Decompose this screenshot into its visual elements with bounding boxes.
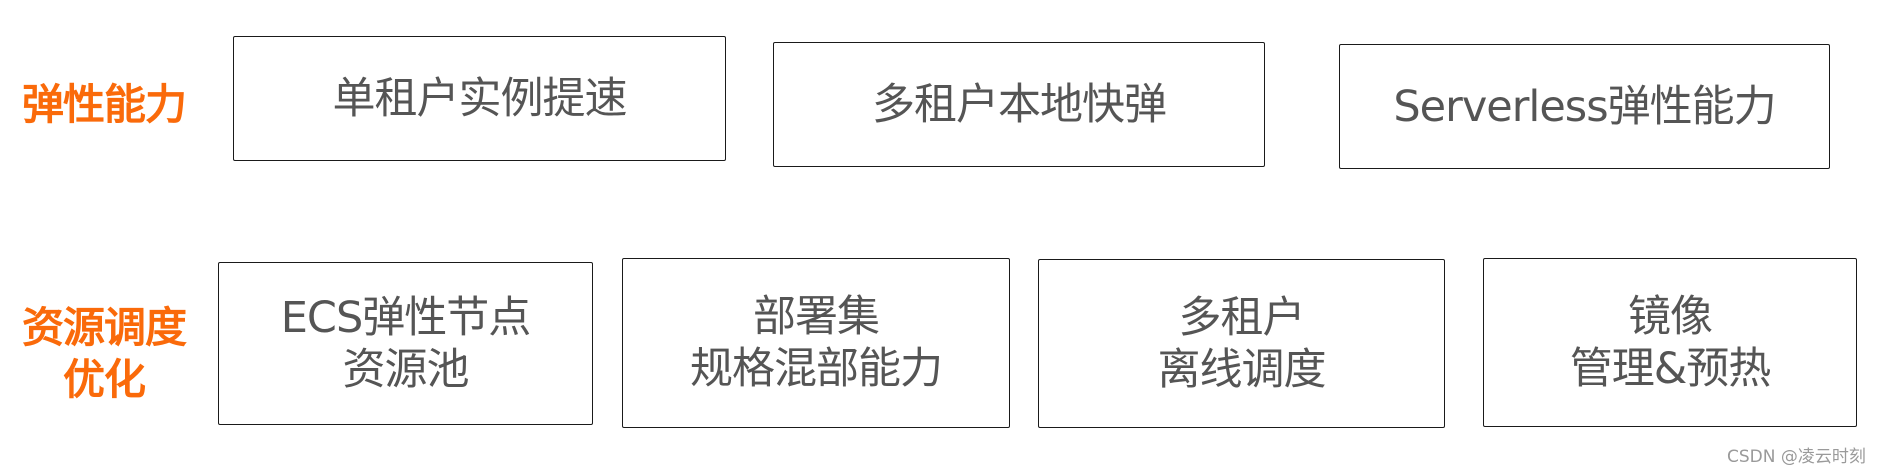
box-text: Serverless弹性能力	[1393, 81, 1776, 132]
box-text: 离线调度	[1157, 344, 1327, 395]
box-text: ECS弹性节点	[280, 292, 531, 343]
box-text: 部署集	[753, 292, 880, 342]
box-text: 规格混部能力	[690, 344, 943, 394]
row-label-line: 弹性能力	[21, 80, 187, 129]
feature-box-multi-tenant-offline-scheduling: 多租户 离线调度	[1038, 259, 1445, 428]
row-label-elasticity: 弹性能力	[14, 79, 194, 131]
box-text: 管理&预热	[1569, 343, 1772, 394]
feature-box-image-management-preheat: 镜像 管理&预热	[1483, 258, 1857, 427]
box-text: 单租户实例提速	[332, 73, 628, 124]
row-label-resource-scheduling: 资源调度 优化	[14, 302, 194, 406]
feature-box-multi-tenant-local-scale: 多租户本地快弹	[773, 42, 1265, 167]
feature-box-single-tenant-speedup: 单租户实例提速	[233, 36, 726, 161]
feature-box-ecs-elastic-pool: ECS弹性节点 资源池	[218, 262, 593, 425]
row-label-line: 优化	[62, 355, 146, 404]
box-text: 多租户	[1178, 292, 1306, 343]
row-label-line: 资源调度	[21, 303, 187, 352]
box-text: 镜像	[1628, 291, 1713, 342]
feature-box-serverless-elasticity: Serverless弹性能力	[1339, 44, 1830, 169]
box-text: 多租户本地快弹	[872, 79, 1167, 130]
feature-box-deployment-set-colocation: 部署集 规格混部能力	[622, 258, 1010, 428]
box-text: 资源池	[342, 344, 470, 395]
watermark: CSDN @凌云时刻	[1727, 447, 1866, 467]
